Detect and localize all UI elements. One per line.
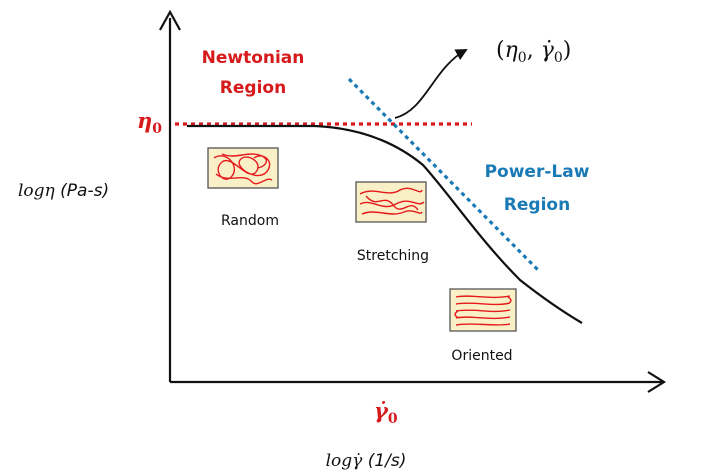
y-axis-label-math: logη xyxy=(18,181,56,201)
x-axis-label-math: logγ̇ xyxy=(326,451,364,471)
eta0-symbol: η xyxy=(137,108,152,133)
y-axis-label: logη (Pa-s) xyxy=(18,181,109,201)
transition-point-label: (η0, γ̇0) xyxy=(496,38,571,66)
x-axis-label: logγ̇ (1/s) xyxy=(326,451,407,471)
oriented-chain-lines xyxy=(454,295,512,326)
gamma0-symbol: γ̇ xyxy=(374,398,389,423)
x-axis-arrowhead xyxy=(647,371,667,393)
point-gamma: γ̇ xyxy=(541,38,555,63)
point-eta: η xyxy=(505,38,518,63)
stretching-chain-tangle xyxy=(359,187,425,215)
point-sep: , xyxy=(527,38,541,63)
newtonian-label-line1: Newtonian xyxy=(202,48,305,68)
oriented-chain-box xyxy=(449,288,517,332)
y-axis-arrowhead xyxy=(159,9,181,31)
powerlaw-label-line1: Power-Law xyxy=(485,162,590,182)
gamma0-marker: γ̇0 xyxy=(374,398,398,427)
random-chain-tangle xyxy=(213,153,273,185)
eta0-subscript: 0 xyxy=(152,121,162,137)
point-gamma-sub: 0 xyxy=(554,50,563,66)
stretching-label: Stretching xyxy=(357,248,429,264)
newtonian-label-line2: Region xyxy=(220,78,286,98)
random-chain-box xyxy=(207,147,279,189)
eta0-marker: η0 xyxy=(137,108,162,137)
y-axis-label-unit: (Pa-s) xyxy=(55,181,109,201)
point-open: ( xyxy=(496,38,505,63)
viscosity-curve xyxy=(187,124,583,324)
point-arrow xyxy=(394,49,468,119)
point-eta-sub: 0 xyxy=(518,50,527,66)
point-close: ) xyxy=(563,38,572,63)
power-law-line xyxy=(347,77,542,274)
oriented-label: Oriented xyxy=(451,348,512,364)
powerlaw-label-line2: Region xyxy=(504,195,570,215)
stretching-chain-box xyxy=(355,181,427,223)
gamma0-subscript: 0 xyxy=(388,411,398,427)
random-label: Random xyxy=(221,213,279,229)
x-axis-label-unit: (1/s) xyxy=(362,451,406,471)
